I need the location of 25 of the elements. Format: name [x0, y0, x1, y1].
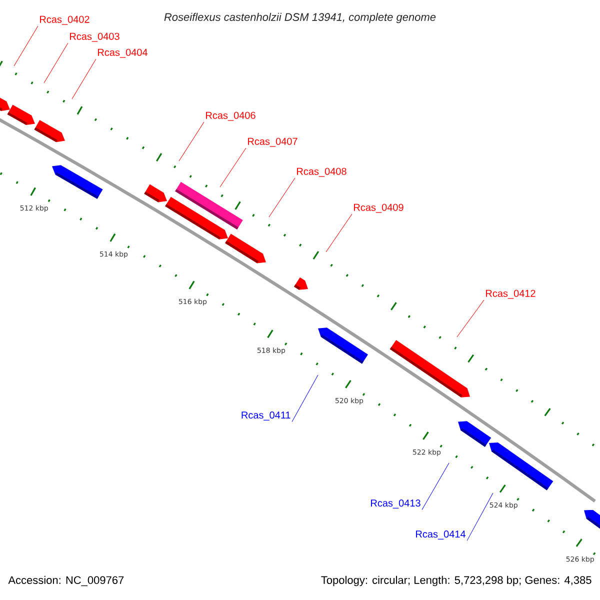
- gene-label: Rcas_0406: [206, 112, 256, 121]
- leader-line: [44, 42, 68, 84]
- gene-label: Rcas_0411: [242, 412, 290, 420]
- gene-label: Rcas_0412: [486, 290, 536, 299]
- gene-label: Rcas_0408: [297, 168, 346, 177]
- gene-label: Rcas_0403: [70, 32, 120, 42]
- gene-label: Rcas_0414: [416, 530, 466, 540]
- leader-line: [456, 300, 484, 338]
- leader-line: [268, 178, 296, 218]
- gene-label: Rcas_0404: [98, 48, 148, 58]
- leader-line: [178, 122, 204, 162]
- gene-label: Rcas_0407: [248, 138, 298, 147]
- gene-label: Rcas_0409: [354, 204, 404, 213]
- leader-line: [326, 214, 352, 252]
- leader-line: [14, 26, 38, 66]
- leader-line: [466, 492, 494, 541]
- footer-text: Accession: NC_009767: [8, 576, 124, 586]
- leader-line: [292, 374, 318, 422]
- leader-line: [220, 148, 246, 188]
- leader-line: [72, 58, 96, 100]
- title: Roseiflexus castenholzii DSM 13941, complete genome: [164, 12, 436, 24]
- footer-text: Topology: circular; Length: 5,723,298 bp; Genes: 4,385: [321, 576, 592, 586]
- gene-label: Rcas_0402: [40, 16, 90, 25]
- leader-line: [422, 462, 450, 510]
- gene-label: Rcas_0413: [371, 500, 420, 508]
